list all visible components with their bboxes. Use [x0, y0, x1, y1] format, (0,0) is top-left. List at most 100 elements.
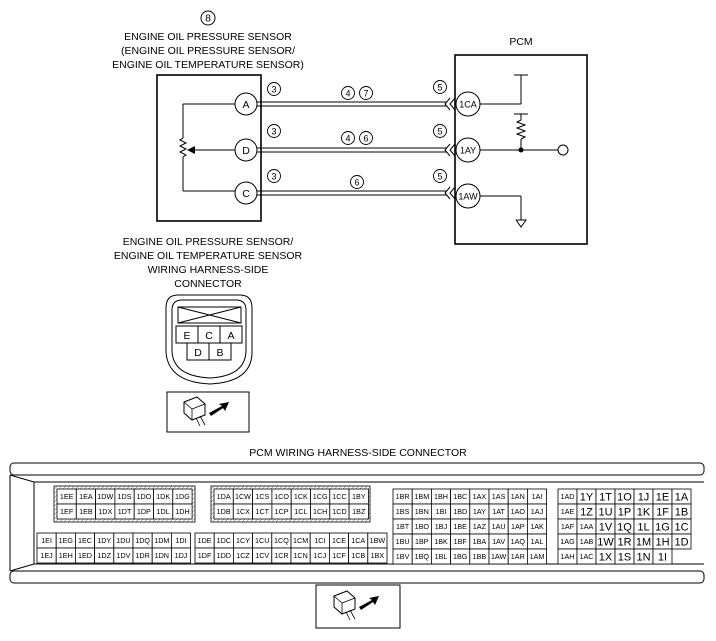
pcm-pin-1bi: 1BI	[436, 507, 447, 516]
sensor-pin-e: E	[183, 330, 190, 342]
pcm-pin-1bx: 1BX	[371, 551, 385, 560]
pcm-pin-1cn: 1CN	[293, 551, 307, 560]
pcm-pin-1af: 1AF	[561, 522, 575, 531]
sensor-connector-title-2: ENGINE OIL TEMPERATURE SENSOR	[114, 250, 303, 262]
pcm-pin-1cx: 1CX	[236, 507, 250, 516]
pcm-pin-1bn: 1BN	[415, 507, 429, 516]
pcm-pin-1ba: 1BA	[473, 537, 487, 546]
pcm-pin-1dg: 1DG	[175, 492, 190, 501]
pcm-pin-1cf: 1CF	[332, 551, 346, 560]
sensor-terminals: A D C 3 3 3	[234, 82, 281, 205]
sensor-header: 8 ENGINE OIL PRESSURE SENSOR (ENGINE OIL…	[112, 10, 304, 71]
pcm-pin-1cc: 1CC	[332, 492, 346, 501]
pcm-pin-1aj: 1AJ	[531, 507, 544, 516]
pcm-pin-1cr: 1CR	[274, 551, 288, 560]
sensor-connector-title-3: WIRING HARNESS-SIDE	[148, 264, 269, 276]
sensor-terminal-a: A	[242, 99, 249, 111]
pcm-pin-1ae: 1AE	[561, 507, 575, 516]
sensor-pin-b: B	[216, 347, 223, 359]
pcm-pin-1d: 1D	[674, 537, 688, 549]
pcm-pin-1bu: 1BU	[396, 537, 410, 546]
pcm-pin-1eg: 1EG	[59, 536, 74, 545]
pcm-pin-1cm: 1CM	[293, 536, 308, 545]
pcm-pin-1ds: 1DS	[118, 492, 132, 501]
pcm-pin-1db: 1DB	[217, 507, 231, 516]
pcm-pin-1ei: 1EI	[41, 536, 52, 545]
pcm-note-1ay: 5	[437, 127, 442, 137]
pcm-pin-1ec: 1EC	[78, 536, 92, 545]
pcm-pin-1m: 1M	[636, 537, 651, 549]
sensor-note-c: 3	[271, 172, 276, 182]
sensor-connector-title-1: ENGINE OIL PRESSURE SENSOR/	[123, 236, 294, 248]
pcm-pin-1dh: 1DH	[175, 507, 189, 516]
pcm-pin-1av: 1AV	[492, 537, 505, 546]
pcm-connector-shell	[9, 462, 705, 584]
pcm-terminal-1aw: 1AW	[458, 192, 478, 202]
pcm-pin-1be: 1BE	[453, 522, 467, 531]
pcm-pin-1f: 1F	[656, 507, 669, 519]
pcm-connector-probe-icon	[315, 584, 401, 629]
sensor-terminal-c: C	[242, 188, 250, 200]
pcm-pin-1bg: 1BG	[453, 552, 468, 561]
sensor-ref-number: 8	[205, 13, 211, 25]
pcm-pin-1o: 1O	[617, 492, 632, 504]
pcm-pin-1q: 1Q	[617, 522, 632, 534]
pcm-pin-1df: 1DF	[198, 551, 212, 560]
sensor-terminal-d: D	[242, 145, 250, 157]
pcm-pin-1ca: 1CA	[351, 536, 365, 545]
pcm-pin-1dq: 1DQ	[135, 536, 150, 545]
pcm-pin-1am: 1AM	[530, 552, 545, 561]
pcm-pin-1cj: 1CJ	[313, 551, 326, 560]
pcm-pin-1bw: 1BW	[370, 536, 386, 545]
sensor-connector-face: E C A D B	[165, 294, 253, 385]
sensor-title-line-3: ENGINE OIL TEMPERATURE SENSOR)	[112, 59, 304, 71]
pcm-pin-1ac: 1AC	[580, 552, 594, 561]
wire-2-note-2: 6	[363, 134, 368, 144]
pcm-pin-1al: 1AL	[531, 537, 544, 546]
pcm-pin-1do: 1DO	[136, 492, 151, 501]
pcm-pin-cell	[527, 548, 548, 565]
pcm-pin-1cq: 1CQ	[274, 536, 289, 545]
pcm-pin-cell	[172, 503, 193, 520]
pcm-connector-title: PCM WIRING HARNESS-SIDE CONNECTOR	[249, 447, 467, 459]
pcm-pin-1eb: 1EB	[79, 507, 93, 516]
pcm-pin-1g: 1G	[655, 522, 670, 534]
pcm-pin-1y: 1Y	[580, 492, 594, 504]
pcm-pin-1ax: 1AX	[473, 492, 487, 501]
pcm-pin-1bs: 1BS	[396, 507, 410, 516]
pcm-pin-1ag: 1AG	[560, 537, 575, 546]
pcm-pin-cell	[652, 548, 673, 565]
sensor-connector-title-4: CONNECTOR	[174, 278, 242, 290]
pcm-pin-1bl: 1BL	[435, 552, 448, 561]
pcm-pin-cell	[170, 547, 191, 564]
pcm-pin-1co: 1CO	[274, 492, 289, 501]
pcm-pin-1bm: 1BM	[414, 492, 429, 501]
pcm-pin-1at: 1AT	[492, 507, 505, 516]
wire-notes: 4 7 4 6 6	[341, 86, 373, 189]
pcm-terminal-1ay: 1AY	[460, 146, 476, 156]
wire-3-note-1: 6	[354, 178, 359, 188]
pcm-connector-chevrons	[444, 97, 456, 200]
sensor-connector-header: ENGINE OIL PRESSURE SENSOR/ ENGINE OIL T…	[114, 236, 303, 290]
pcm-pin-1ed: 1ED	[78, 551, 92, 560]
pcm-pin-1aw: 1AW	[491, 552, 507, 561]
pcm-pin-1dc: 1DC	[217, 536, 231, 545]
pcm-pin-1ay: 1AY	[473, 507, 486, 516]
sensor-title-line-1: ENGINE OIL PRESSURE SENSOR	[124, 31, 292, 43]
pcm-pin-1dx: 1DX	[98, 507, 112, 516]
pcm-pin-1eh: 1EH	[59, 551, 73, 560]
pcm-pin-1cl: 1CL	[294, 507, 307, 516]
pcm-pin-1ch: 1CH	[313, 507, 327, 516]
pcm-pin-1v: 1V	[599, 522, 613, 534]
pcm-box: PCM	[454, 36, 588, 245]
pcm-pin-1ce: 1CE	[332, 536, 346, 545]
pcm-pin-1ab: 1AB	[580, 537, 594, 546]
pcm-pin-1bo: 1BO	[415, 522, 430, 531]
pcm-pin-1ai: 1AI	[532, 492, 543, 501]
pcm-pin-1bj: 1BJ	[435, 522, 448, 531]
sensor-note-a: 3	[271, 85, 276, 95]
sensor-title-line-2: (ENGINE OIL PRESSURE SENSOR/	[121, 45, 295, 57]
pcm-pin-1z: 1Z	[580, 507, 593, 519]
sensor-pin-d: D	[194, 347, 202, 359]
wiper-arrow-icon	[187, 146, 195, 154]
